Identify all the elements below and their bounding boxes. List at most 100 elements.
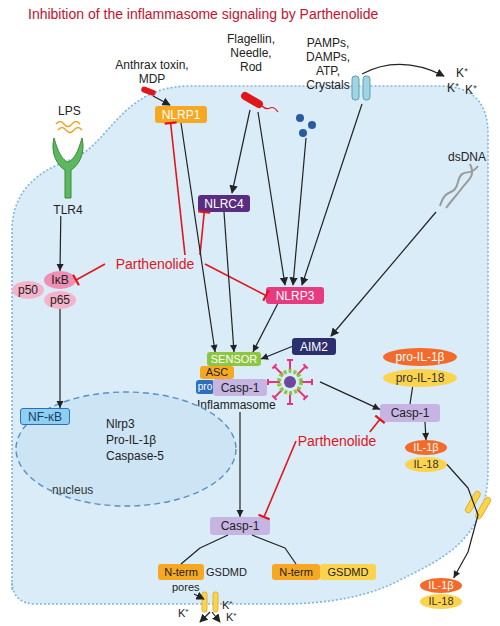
- node-text: IL-18: [413, 459, 438, 470]
- connector-line: [320, 382, 380, 409]
- node-text: Casp-1: [221, 382, 260, 394]
- node-text: IL-1β: [428, 580, 453, 591]
- node-text: NLRP1: [162, 109, 201, 121]
- arrow-edge: [237, 412, 244, 517]
- inhibition-edge: [198, 211, 210, 255]
- arrow-edge: [224, 212, 237, 352]
- connector-line: [410, 387, 413, 404]
- node-text: TLR4: [53, 204, 82, 216]
- sensor-box: NLRP1: [155, 106, 207, 123]
- arrowhead: [237, 510, 244, 517]
- node-text: p50: [18, 284, 38, 296]
- caspase-box: Casp-1: [380, 404, 440, 422]
- text-label: LPS: [58, 104, 81, 118]
- adaptor-box: ASC: [200, 366, 234, 379]
- text-label: K⁺: [178, 606, 189, 620]
- transcription-factor-box: NF-κB: [20, 408, 70, 425]
- connector-line: [76, 264, 105, 280]
- gsdmd-box: N-term: [272, 564, 320, 580]
- protein-ellipse: p50: [12, 281, 44, 299]
- arrowhead: [422, 433, 429, 440]
- node-text: pro-IL-1β: [396, 351, 445, 363]
- anthrax-toxin: [140, 86, 156, 97]
- nucleus-ellipse: [16, 392, 236, 506]
- connector-line: [253, 304, 278, 352]
- sensor-box: SENSOR: [207, 352, 261, 366]
- pro-box: pro: [196, 380, 214, 394]
- node-text: AIM2: [300, 341, 328, 353]
- inhibitor-label: Parthenolide: [105, 255, 205, 273]
- lps-molecule: [56, 122, 82, 133]
- arrow-edge: [57, 216, 64, 271]
- connector-line: [370, 419, 380, 432]
- node-text: ASC: [206, 367, 229, 378]
- connector-line: [181, 123, 215, 352]
- connector-line: [264, 441, 296, 517]
- connector-line: [252, 535, 296, 564]
- receptor: TLR4: [44, 132, 92, 216]
- text-label: K⁺: [222, 598, 233, 612]
- node-text: Inflammasome: [197, 399, 276, 411]
- arrowhead: [211, 345, 218, 352]
- inhibition-bar: [258, 515, 269, 520]
- arrow-edge: [181, 123, 218, 352]
- connector-line: [447, 465, 478, 579]
- node-text: N-term: [164, 567, 198, 578]
- flagellin-bacterium: [240, 91, 278, 112]
- connector-line: [171, 123, 185, 255]
- inhibition-bar: [198, 211, 210, 212]
- connector-line: [200, 212, 204, 255]
- arrowhead: [261, 353, 269, 359]
- cell-membrane: [12, 86, 488, 604]
- arrow-edge: [57, 309, 64, 408]
- gsdmd-box: N-term: [158, 564, 204, 580]
- connector-line: [224, 212, 234, 352]
- inhibition-bar: [263, 290, 269, 301]
- connector-line: [181, 535, 228, 564]
- text-label: Nlrp3: [106, 417, 135, 431]
- text-label: dsDNA: [448, 150, 486, 164]
- connector-line: [59, 309, 60, 408]
- node-text: NF-κB: [28, 411, 62, 423]
- arrow-edge: [261, 347, 292, 360]
- node-text: pro: [198, 382, 212, 392]
- cytokine-ellipse: IL-1β: [405, 440, 447, 455]
- inhibitor-label: Parthenolide: [296, 432, 378, 450]
- receptor-shape: [53, 138, 83, 198]
- arrowhead: [230, 345, 237, 352]
- cytokine-ellipse: IL-18: [405, 457, 447, 472]
- leader-arrow: [331, 212, 436, 336]
- caspase-box: Casp-1: [210, 517, 270, 535]
- inhibition-edge: [258, 441, 296, 519]
- inhibition-edge: [73, 264, 105, 285]
- inflammasome-group: Inflammasome SENSOR ASC pro Casp-1: [195, 348, 320, 412]
- text-label: GSDMD: [206, 565, 247, 579]
- text-label: K⁺: [456, 66, 468, 80]
- text-label: pores: [172, 580, 200, 594]
- node-text: pro-IL-18: [396, 372, 445, 384]
- leader-arrow: [153, 96, 170, 105]
- arrowhead: [57, 401, 64, 408]
- node-text: IκB: [51, 274, 68, 286]
- connector-line: [239, 412, 240, 517]
- node-text: IL-1β: [413, 442, 438, 453]
- text-label: Flagellin, Needle, Rod: [222, 32, 280, 74]
- arrow-edge: [252, 535, 296, 564]
- pamp-particles: [296, 114, 316, 137]
- leader-arrow: [232, 110, 250, 193]
- node-text: Casp-1: [391, 407, 430, 419]
- node-text: NLRP3: [276, 290, 315, 302]
- text-label: PAMPs, DAMPs, ATP, Crystals: [298, 36, 358, 92]
- arrow-edge: [181, 535, 228, 564]
- text-label: K⁺: [226, 610, 237, 624]
- arrowhead: [454, 570, 460, 578]
- inhibition-bar: [73, 275, 79, 286]
- arrowhead: [253, 344, 259, 352]
- text-label: Pro-IL-1β: [106, 433, 156, 447]
- arrow-edge: [422, 422, 429, 440]
- node-text: SENSOR: [211, 354, 257, 365]
- leader-arrow: [258, 104, 362, 285]
- cytokine-ellipse: pro-IL-1β: [383, 348, 457, 366]
- cytokine-channel: [464, 490, 492, 520]
- node-text: Parthenolide: [298, 434, 377, 448]
